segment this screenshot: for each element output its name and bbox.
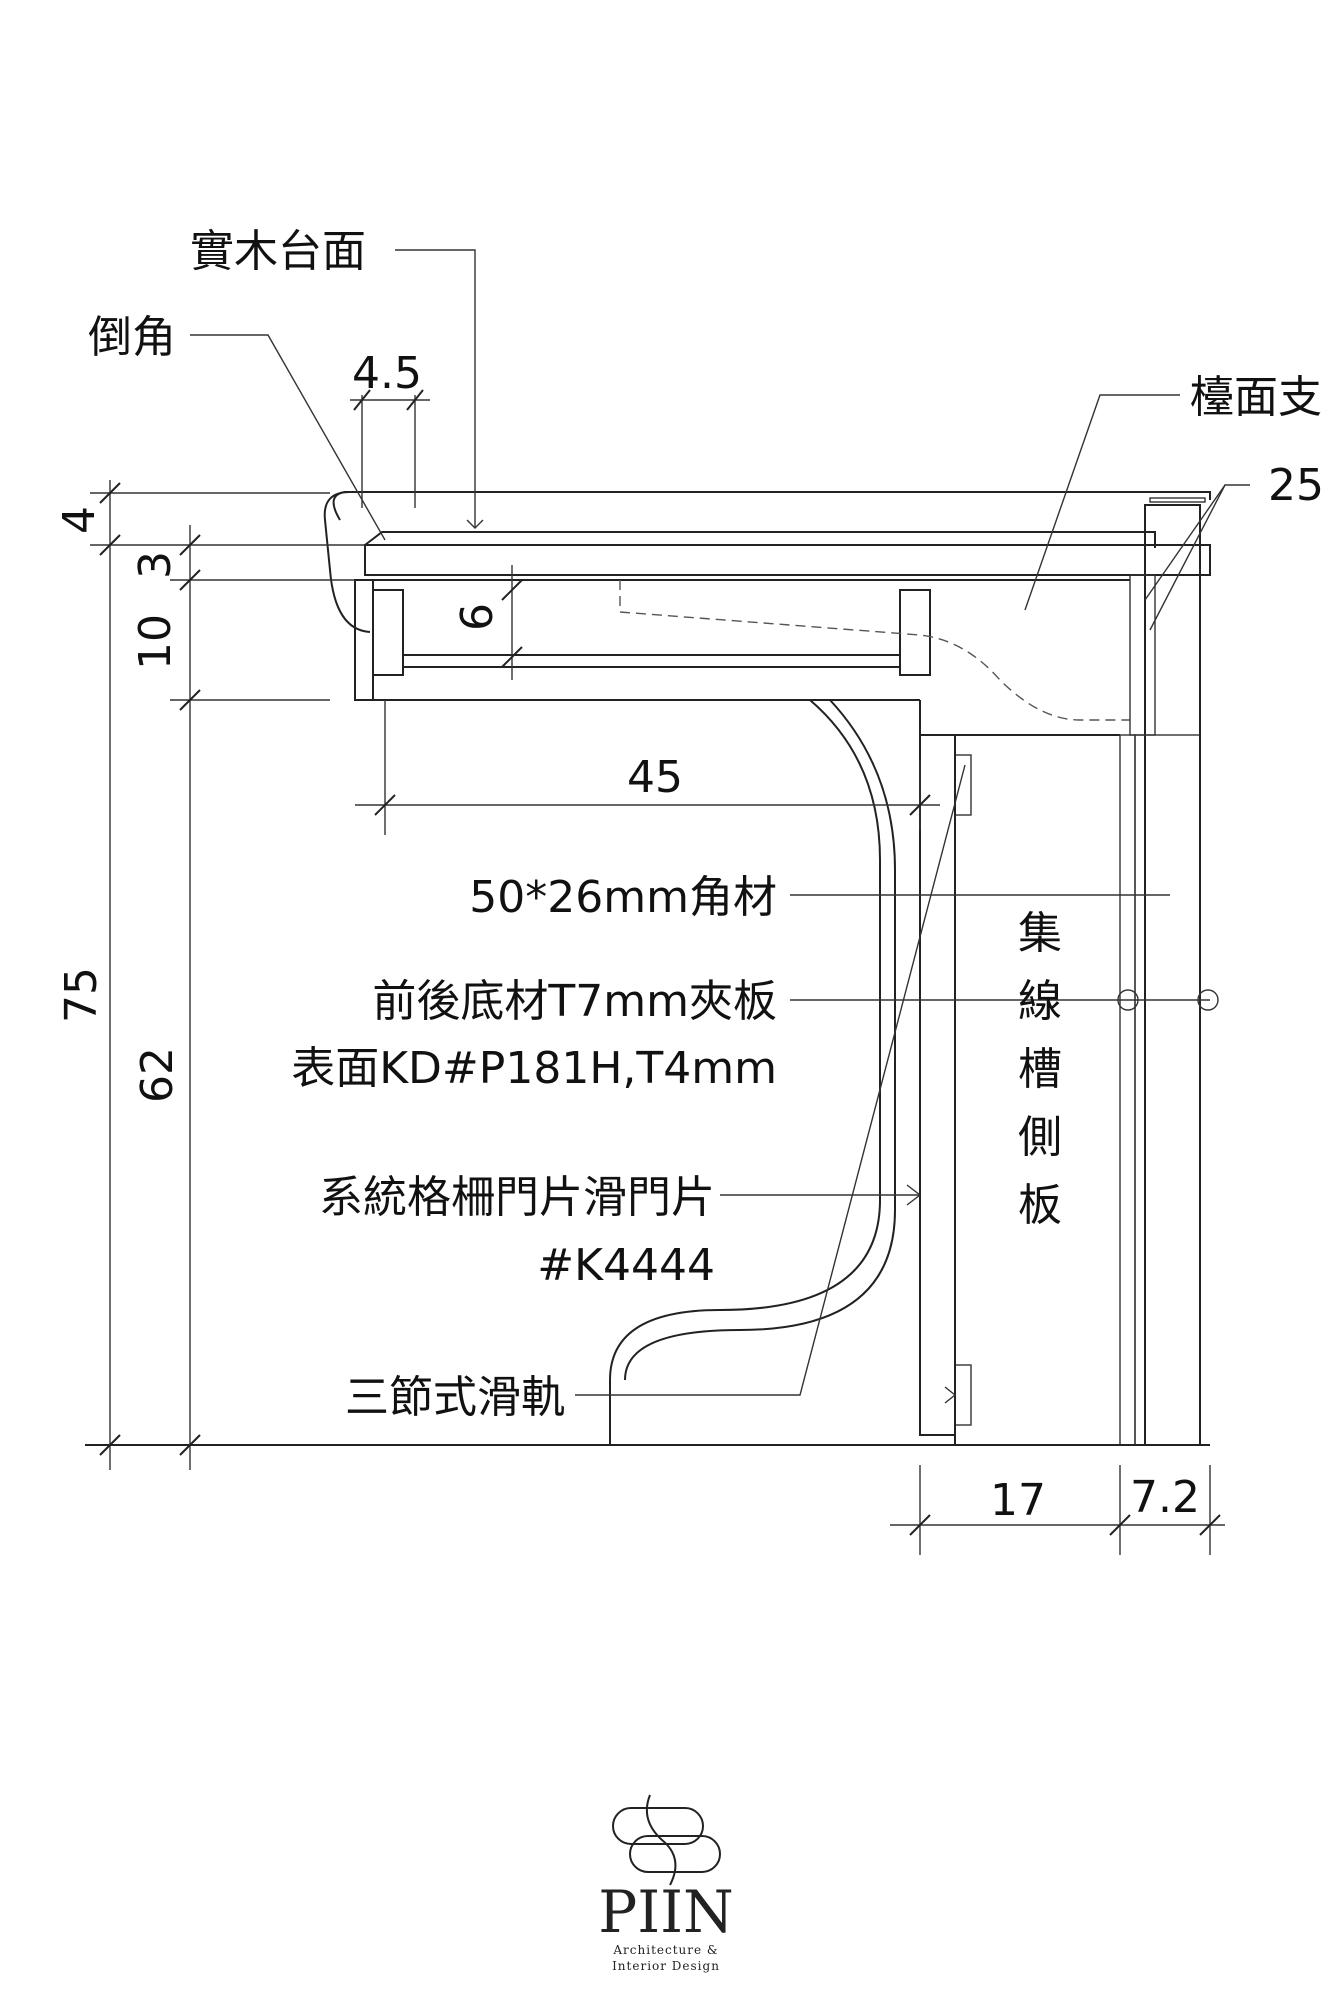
label-door-1: 系統格柵門片滑門片 [319, 1172, 715, 1223]
dim-4-5: 4.5 [352, 348, 422, 399]
label-rail: 三節式滑軌 [345, 1372, 565, 1423]
logo-sub-1: Architecture & [612, 1943, 718, 1957]
side-panel-char: 集 [1018, 908, 1062, 959]
label-side-panel: 集 線 槽 側 板 [1018, 908, 1062, 1231]
side-panel [1119, 504, 1201, 1446]
dim-75: 75 [56, 967, 107, 1023]
label-chamfer: 倒角 [88, 312, 176, 363]
side-panel-char: 板 [1018, 1180, 1062, 1231]
dim-4: 4 [54, 506, 105, 534]
label-counter-support: 檯面支 [1190, 372, 1322, 423]
label-door-2: #K4444 [537, 1240, 715, 1291]
side-panel-char: 側 [1018, 1112, 1062, 1163]
dim-10: 10 [130, 614, 181, 670]
dim-7-2: 7.2 [1130, 1472, 1200, 1523]
dim-3: 3 [130, 551, 181, 579]
brand-logo: PIIN Architecture & Interior Design [598, 1794, 734, 1973]
leader-lines [190, 249, 1250, 1404]
label-corner-batten: 50*26mm角材 [469, 872, 777, 923]
chamfer-edge [323, 491, 371, 633]
drawer-box [354, 579, 1130, 736]
logo-sub-2: Interior Design [612, 1959, 720, 1973]
label-support-dim: 25 [1268, 460, 1324, 511]
label-solid-top: 實木台面 [190, 226, 366, 277]
logo-name: PIIN [598, 1878, 734, 1946]
dim-17: 17 [990, 1475, 1046, 1526]
dim-62: 62 [132, 1047, 183, 1103]
logo-mark-icon [612, 1794, 721, 1886]
curved-leg [609, 699, 881, 1445]
side-panel-char: 槽 [1018, 1044, 1062, 1095]
countertop [332, 491, 1211, 576]
dim-45: 45 [627, 752, 683, 803]
dimension-lines [90, 389, 1225, 1555]
label-base-board-1: 前後底材T7mm夾板 [372, 976, 777, 1027]
label-base-board-2: 表面KD#P181H,T4mm [291, 1043, 777, 1094]
side-panel-char: 線 [1018, 976, 1062, 1027]
dim-6: 6 [452, 603, 503, 631]
